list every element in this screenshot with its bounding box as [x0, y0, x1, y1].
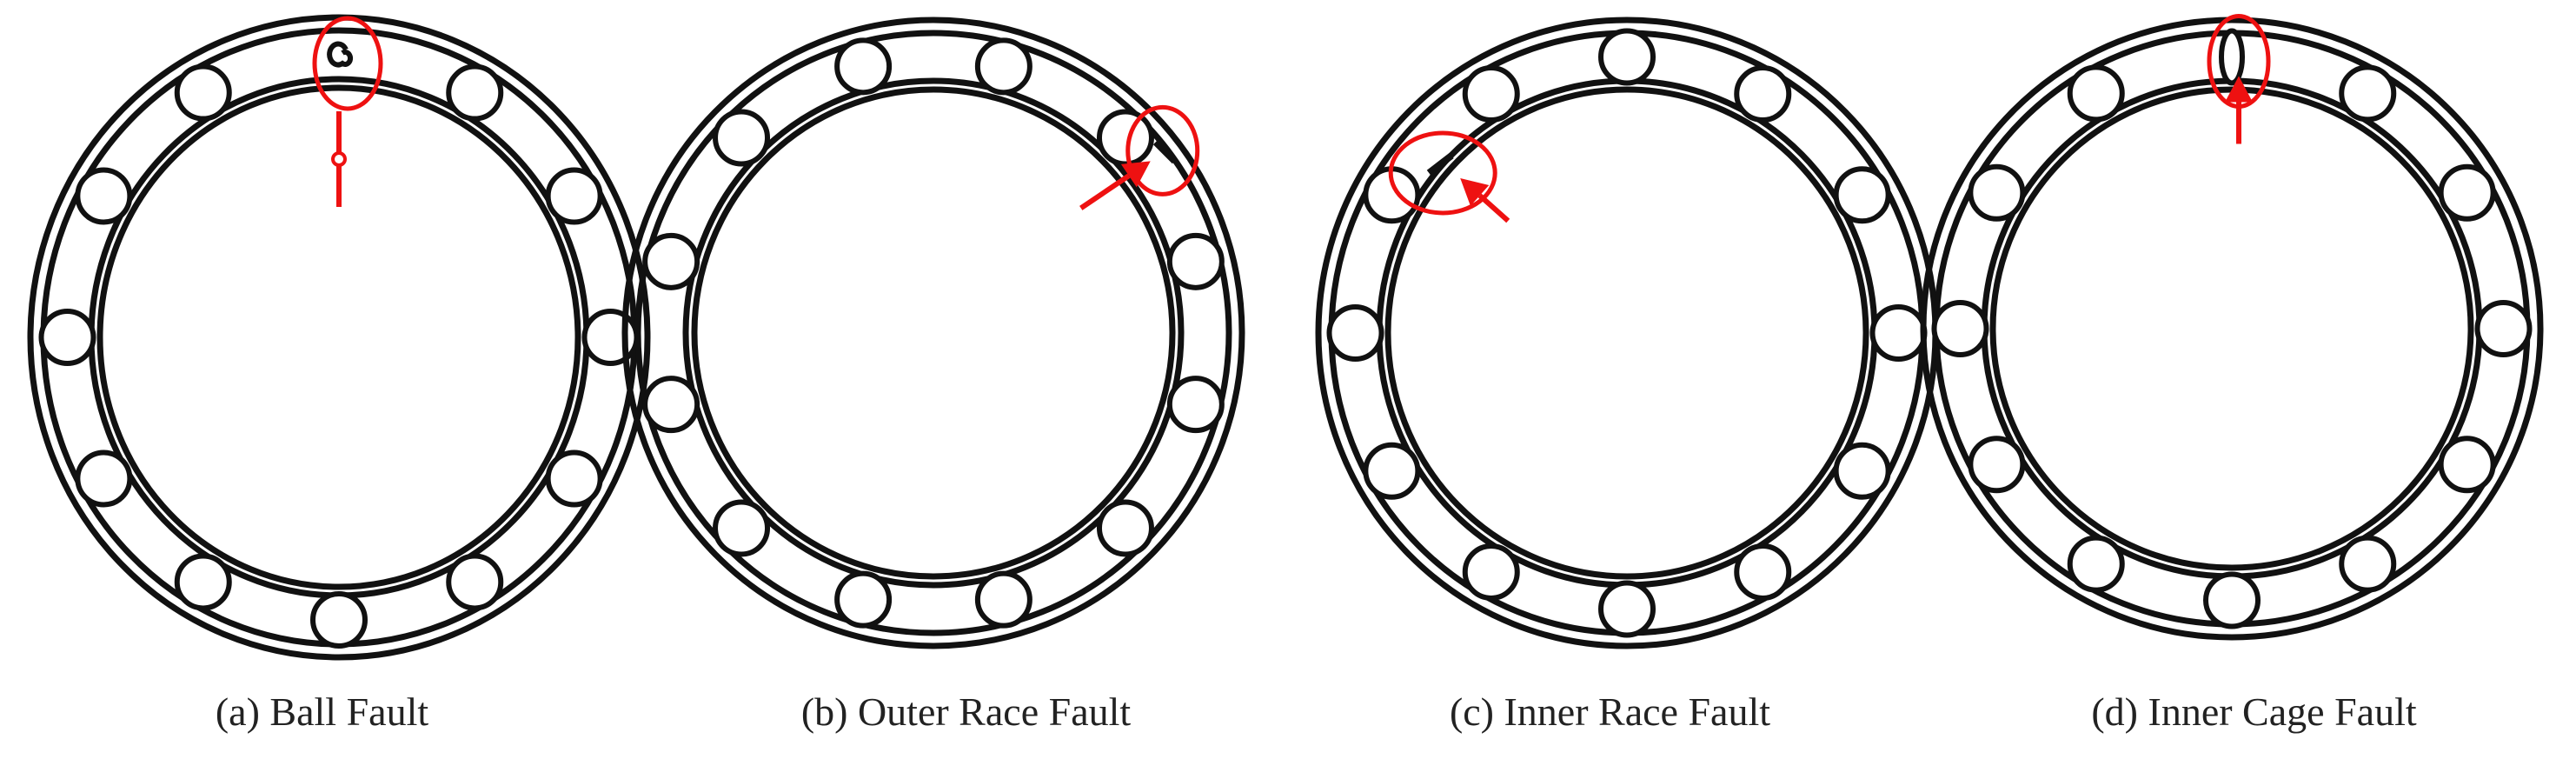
bearing	[27, 14, 651, 661]
fault-pointer-dot	[331, 151, 347, 167]
ball	[75, 449, 133, 508]
ball	[1598, 28, 1656, 86]
outer-ring-outer-edge	[1315, 17, 1939, 649]
fault-arrow-head	[2225, 76, 2253, 103]
ball	[1096, 109, 1154, 167]
panel-ball-fault: (a) Ball Fault	[0, 0, 651, 759]
ball	[1833, 166, 1891, 224]
inner-ring-outer-edge	[1376, 77, 1878, 589]
panel-caption: (b) Outer Race Fault	[800, 689, 1132, 734]
ball	[1326, 304, 1384, 362]
ball	[1462, 543, 1520, 601]
bearing-diagram	[27, 14, 651, 661]
outer-ring-outer-edge	[1920, 17, 2544, 641]
ball	[545, 449, 603, 508]
fault-arrow-shaft	[1079, 173, 1131, 210]
bearing-diagram	[1920, 14, 2544, 641]
ball	[2438, 163, 2496, 222]
ball	[1833, 442, 1891, 500]
ball	[2339, 535, 2397, 593]
ball	[1166, 376, 1225, 434]
inner-ring-outer-edge	[682, 77, 1185, 589]
fault-marker	[312, 16, 383, 207]
ball	[834, 37, 893, 96]
ball	[1931, 300, 1989, 357]
ball	[2067, 535, 2125, 593]
ball	[713, 499, 771, 557]
fault-circle	[312, 16, 383, 111]
ball	[1734, 65, 1792, 123]
ball	[2339, 64, 2397, 123]
ball	[974, 37, 1032, 96]
ball	[642, 232, 700, 290]
ball	[545, 167, 603, 225]
ball	[310, 591, 368, 649]
ball	[834, 570, 893, 629]
fault-circle	[1125, 104, 1200, 196]
ball	[974, 570, 1032, 629]
inner-ring-outer-edge	[1981, 77, 2483, 580]
bearing-diagram	[1315, 17, 1939, 649]
ball	[1363, 442, 1421, 500]
ball	[75, 167, 133, 225]
outer-ring-outer-edge	[621, 17, 1245, 649]
inner-ring-inner-edge	[96, 84, 581, 590]
ball	[1166, 232, 1225, 290]
bearing	[1315, 17, 1939, 649]
faulty-ball	[327, 41, 354, 68]
bearing	[1920, 14, 2544, 641]
race-crack	[1152, 139, 1178, 164]
race-crack	[1426, 152, 1454, 176]
ball	[174, 553, 232, 611]
panel-inner-cage-fault: (d) Inner Cage Fault	[1920, 0, 2576, 759]
fault-arrow-head	[1460, 177, 1490, 206]
fault-marker	[1079, 104, 1200, 210]
outer-ring-inner-edge	[1328, 30, 1926, 636]
outer-ring-inner-edge	[634, 30, 1232, 636]
ball	[2219, 28, 2245, 86]
ball	[2067, 64, 2125, 123]
outer-ring-inner-edge	[1933, 30, 2531, 628]
bearing	[621, 17, 1245, 649]
ball	[642, 376, 700, 434]
ball	[1462, 65, 1520, 123]
inner-ring-inner-edge	[1989, 86, 2474, 571]
panel-inner-race-fault: (c) Inner Race Fault	[1288, 0, 1939, 759]
ball	[1096, 499, 1154, 557]
panel-caption: (c) Inner Race Fault	[1449, 689, 1771, 734]
outer-ring-outer-edge	[27, 14, 651, 661]
fault-circle	[1388, 130, 1497, 216]
fault-marker	[1388, 130, 1510, 223]
ball	[38, 309, 96, 366]
ball	[1968, 436, 2026, 494]
ball	[1734, 543, 1792, 601]
ball	[174, 63, 232, 122]
fault-marker	[2207, 14, 2271, 144]
panel-caption: (a) Ball Fault	[215, 689, 429, 734]
ball	[2474, 300, 2533, 357]
ball	[1869, 304, 1928, 362]
ball	[1598, 580, 1656, 638]
ball	[1968, 163, 2026, 222]
fault-arrow-shaft	[1477, 193, 1510, 223]
inner-ring-inner-edge	[691, 86, 1176, 580]
panel-caption: (d) Inner Cage Fault	[2091, 689, 2417, 734]
ball	[2438, 436, 2496, 494]
ball	[446, 63, 504, 122]
ball	[446, 553, 504, 611]
fault-arrow-head	[1120, 161, 1151, 188]
ball	[581, 309, 640, 366]
ball	[713, 109, 771, 167]
bearing-diagram	[621, 17, 1245, 649]
inner-ring-inner-edge	[1384, 86, 1869, 580]
panel-outer-race-fault: (b) Outer Race Fault	[621, 0, 1288, 759]
ball	[2203, 571, 2261, 629]
